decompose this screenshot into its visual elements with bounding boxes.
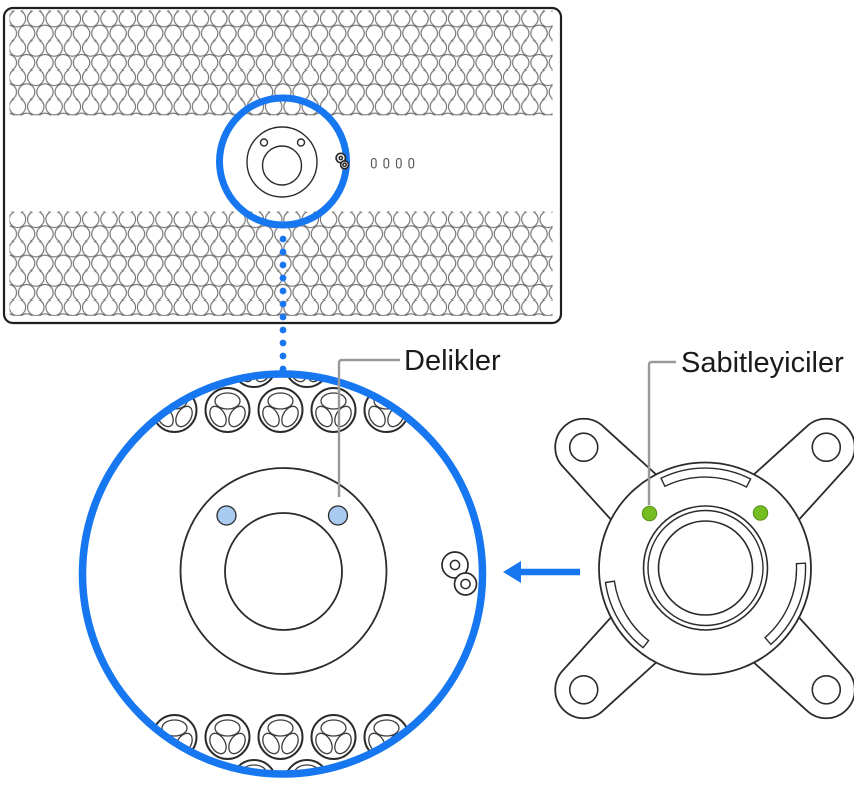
adapter-slot-bottom-left bbox=[604, 580, 650, 649]
adapter-disc bbox=[598, 461, 812, 676]
magnified-mount-view bbox=[78, 370, 487, 778]
alignment-hole-right bbox=[327, 505, 349, 526]
mount-connector bbox=[246, 126, 349, 198]
port-marks bbox=[370, 157, 415, 169]
display-back-panel bbox=[2, 6, 563, 325]
stabilizers-label: Sabitleyiciler bbox=[681, 347, 844, 379]
adapter-slot-top bbox=[660, 467, 752, 488]
stabilizers-callout-line bbox=[647, 360, 676, 505]
mount-inner-ring bbox=[224, 512, 343, 631]
zoom-indicator-dotted-line bbox=[279, 235, 287, 373]
attach-direction-arrow bbox=[503, 561, 580, 583]
vesa-mount-adapter bbox=[538, 402, 854, 735]
holes-label: Delikler bbox=[404, 345, 501, 377]
adapter-slot-right bbox=[764, 562, 807, 646]
magnifier-circle bbox=[78, 370, 487, 778]
stabilizer-right bbox=[752, 505, 769, 521]
mount-outer-ring bbox=[179, 467, 388, 675]
holes-callout-line bbox=[337, 358, 400, 497]
stabilizer-left bbox=[641, 505, 658, 522]
alignment-hole-left bbox=[216, 505, 237, 526]
